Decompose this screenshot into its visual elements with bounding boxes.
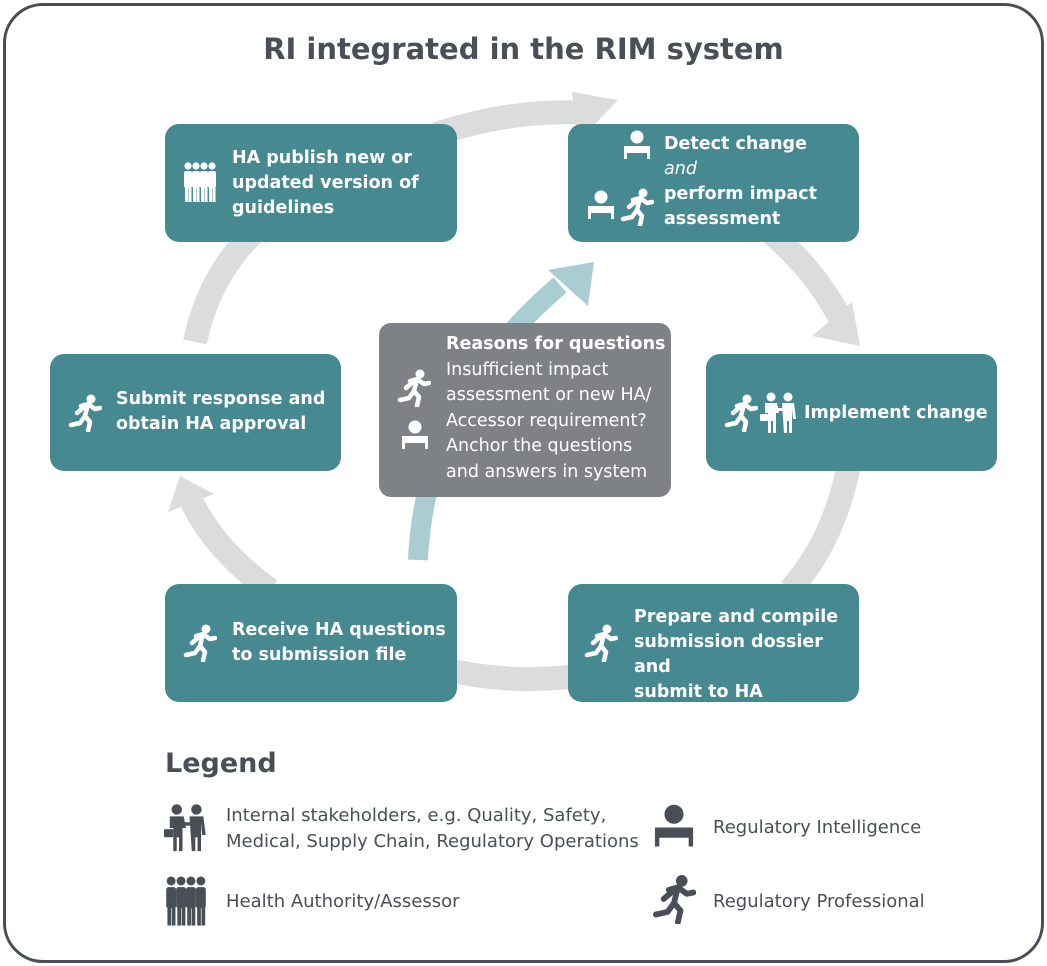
reasons-for-questions-box: Reasons for questions Insufficient impac… — [379, 323, 671, 497]
step-implement-line-1: Implement change — [804, 403, 988, 423]
center-arrowhead — [548, 262, 594, 306]
step-publish-line-1: HA publish new or — [232, 148, 412, 168]
regulatory-professional-icon — [397, 369, 431, 407]
step-submit-line-2: obtain HA approval — [116, 414, 307, 434]
cycle-arc-submit-to-publish — [183, 215, 270, 345]
cycle-arc-implement-to-prepare — [780, 457, 862, 599]
step-ha-publish: HA publish new or updated version of gui… — [165, 124, 457, 242]
legend-ha-line-1: Health Authority/Assessor — [226, 891, 460, 912]
step-detect-line-1: Detect change — [664, 134, 807, 154]
internal-stakeholders-icon — [164, 804, 206, 852]
center-line-2: assessment or new HA/ — [446, 385, 652, 405]
step-submit-response: Submit response and obtain HA approval — [50, 354, 341, 471]
step-detect-line-2: and — [664, 159, 697, 179]
center-line-3: Accessor requirement? — [446, 410, 647, 431]
legend-regulatory-professional: Regulatory Professional — [713, 889, 925, 915]
regulatory-professional-icon — [68, 394, 102, 432]
step-prepare-submission: Prepare and compile submission dossier a… — [568, 584, 859, 702]
step-publish-line-3: guidelines — [232, 198, 335, 218]
arrowhead-implement — [812, 302, 860, 346]
regulatory-intelligence-icon — [624, 130, 650, 159]
legend-title: Legend — [165, 748, 277, 779]
regulatory-professional-icon — [183, 624, 217, 662]
cycle-arc-detect-to-implement — [762, 222, 851, 324]
step-detect-line-3: perform impact — [664, 184, 817, 204]
regulatory-professional-icon — [724, 394, 758, 432]
regulatory-professional-icon — [652, 875, 696, 924]
regulatory-intelligence-icon — [402, 420, 428, 449]
step-receive-line-1: Receive HA questions — [232, 620, 446, 640]
center-line-4: Anchor the questions — [446, 436, 633, 456]
arrowhead-submit — [168, 476, 214, 512]
health-authority-icon — [184, 162, 216, 202]
diagram-title: RI integrated in the RIM system — [263, 32, 784, 66]
step-receive-questions: Receive HA questions to submission file — [165, 584, 457, 702]
step-detect-line-4: assessment — [664, 209, 781, 229]
center-line-5: and answers in system — [446, 461, 648, 482]
step-receive-line-2: to submission file — [232, 645, 407, 665]
regulatory-intelligence-icon — [588, 190, 614, 219]
step-prepare-line-2: submission dossier and — [634, 632, 823, 677]
step-prepare-line-3: submit to HA — [634, 682, 763, 702]
internal-stakeholders-icon — [760, 392, 796, 433]
center-heading: Reasons for questions — [446, 334, 666, 354]
regulatory-intelligence-icon — [654, 804, 694, 847]
regulatory-professional-icon — [620, 188, 654, 226]
cycle-arc-receive-to-submit — [181, 496, 278, 600]
step-prepare-line-1: Prepare and compile — [634, 607, 839, 627]
step-detect-change: Detect change and perform impact assessm… — [568, 124, 859, 242]
step-submit-line-1: Submit response and — [116, 389, 326, 409]
step-implement-change: Implement change — [706, 354, 997, 471]
step-publish-line-2: updated version of — [232, 173, 419, 193]
legend-internal-stakeholders: Internal stakeholders, e.g. Quality, Saf… — [226, 803, 639, 855]
legend-health-authority: Health Authority/Assessor — [226, 889, 460, 915]
legend-internal-line-1: Internal stakeholders, e.g. Quality, Saf… — [226, 805, 607, 826]
legend-regulatory-intelligence: Regulatory Intelligence — [713, 815, 921, 841]
legend-internal-line-2: Medical, Supply Chain, Regulatory Operat… — [226, 831, 639, 852]
health-authority-icon — [166, 876, 206, 926]
legend-rp-line-1: Regulatory Professional — [713, 891, 925, 912]
cycle-arc-publish-to-detect — [432, 100, 591, 146]
legend-ri-line-1: Regulatory Intelligence — [713, 817, 922, 838]
center-line-1: Insufficient impact — [446, 359, 609, 380]
regulatory-professional-icon — [584, 624, 618, 662]
